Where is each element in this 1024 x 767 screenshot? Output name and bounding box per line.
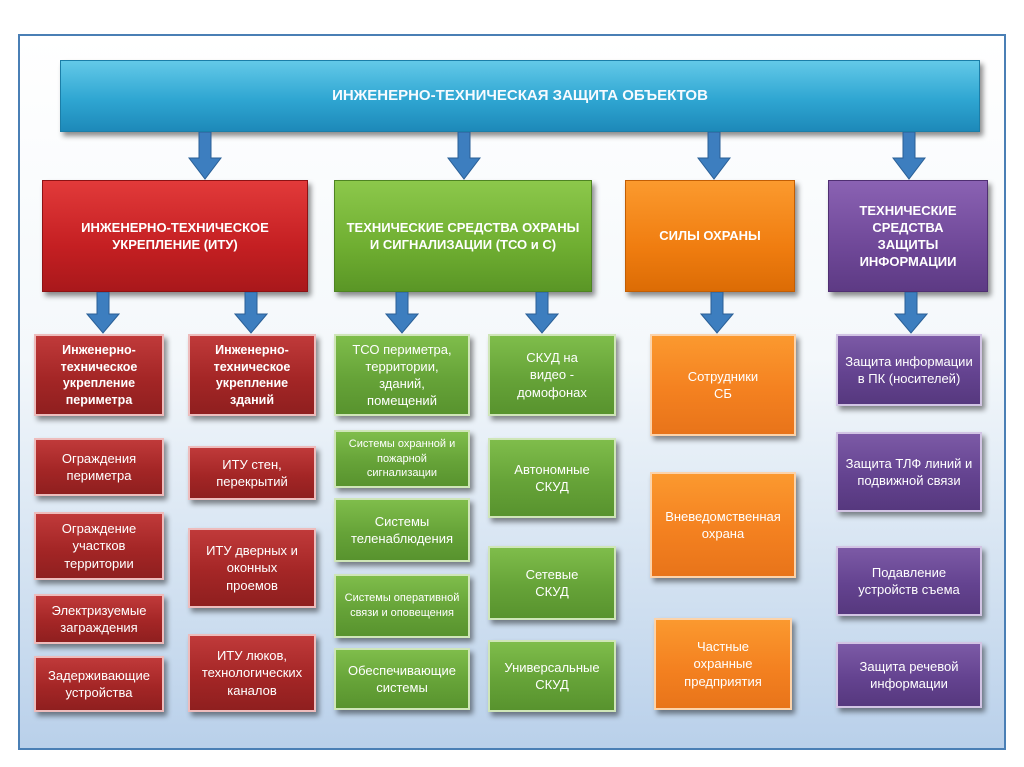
itu-perimeter-item-label: Ограждение участков территории [61,521,137,571]
tso-perimeter-item-label: Системы теленаблюдения [350,513,454,546]
category-tso-label: ТЕХНИЧЕСКИЕ СРЕДСТВА ОХРАНЫ И СИГНАЛИЗАЦ… [346,219,580,252]
itu-perimeter-item: Электризуемые заграждения [34,594,164,644]
tso-skud-header: СКУД на видео - домофонах [488,334,616,416]
guards-item: Вневедомственная охрана [650,472,796,578]
tso-perimeter-item: Системы оперативной связи и оповещения [334,574,470,638]
guards-item: Частные охранные предприятия [654,618,792,710]
tso-perimeter-header-label: ТСО периметра, территории, зданий, помещ… [352,341,452,409]
tso-skud-item: Автономные СКУД [488,438,616,518]
arrow-down-icon [697,132,731,180]
guards-item: Сотрудники СБ [650,334,796,436]
infosec-item-label: Защита информации в ПК (носителей) [845,353,973,386]
infosec-item-label: Защита речевой информации [859,658,959,691]
infosec-item: Защита информации в ПК (носителей) [836,334,982,406]
tso-perimeter-item-label: Системы охранной и пожарной сигнализации [348,438,456,480]
tso-perimeter-item-label: Системы оперативной связи и оповещения [344,592,460,619]
tso-perimeter-item: Системы охранной и пожарной сигнализации [334,430,470,488]
arrow-down-icon [234,292,268,334]
category-guards-label: СИЛЫ ОХРАНЫ [659,228,761,244]
category-itu-label: ИНЖЕНЕРНО-ТЕХНИЧЕСКОЕ УКРЕПЛЕНИЕ (ИТУ) [81,219,269,252]
guards-item-label: Вневедомственная охрана [665,508,781,541]
itu-perimeter-item: Ограждения периметра [34,438,164,496]
infosec-item-label: Подавление устройств съема [858,564,960,597]
itu-buildings-item: ИТУ дверных и оконных проемов [188,528,316,608]
arrow-down-icon [700,292,734,334]
tso-perimeter-item: Системы теленаблюдения [334,498,470,562]
itu-perimeter-item-label: Электризуемые заграждения [51,602,147,635]
itu-perimeter-item: Задерживающие устройства [34,656,164,712]
arrow-down-icon [188,132,222,180]
itu-buildings-item: ИТУ стен, перекрытий [188,446,316,500]
category-infosec-label: ТЕХНИЧЕСКИЕ СРЕДСТВА ЗАЩИТЫ ИНФОРМАЦИИ [859,202,957,270]
itu-buildings-header-label: Инженерно-техническое укрепление зданий [213,343,291,407]
tso-skud-item: Сетевые СКУД [488,546,616,620]
itu-buildings-item-label: ИТУ люков, технологических каналов [201,648,303,698]
arrow-down-icon [385,292,419,334]
category-itu: ИНЖЕНЕРНО-ТЕХНИЧЕСКОЕ УКРЕПЛЕНИЕ (ИТУ) [42,180,308,292]
category-tso: ТЕХНИЧЕСКИЕ СРЕДСТВА ОХРАНЫ И СИГНАЛИЗАЦ… [334,180,592,292]
tso-perimeter-item: Обеспечивающие системы [334,648,470,710]
itu-perimeter-item-label: Задерживающие устройства [47,667,150,700]
tso-perimeter-item-label: Обеспечивающие системы [348,662,456,695]
itu-perimeter-header: Инженерно-техническое укрепление перимет… [34,334,164,416]
itu-buildings-item-label: ИТУ дверных и оконных проемов [206,543,298,593]
arrow-down-icon [525,292,559,334]
category-guards: СИЛЫ ОХРАНЫ [625,180,795,292]
itu-perimeter-header-label: Инженерно-техническое укрепление перимет… [60,343,138,407]
itu-buildings-item: ИТУ люков, технологических каналов [188,634,316,712]
arrow-down-icon [894,292,928,334]
itu-buildings-header: Инженерно-техническое укрепление зданий [188,334,316,416]
tso-skud-item-label: Автономные СКУД [514,461,590,494]
tso-perimeter-header: ТСО периметра, территории, зданий, помещ… [334,334,470,416]
itu-perimeter-item-label: Ограждения периметра [61,450,137,483]
itu-perimeter-item: Ограждение участков территории [34,512,164,580]
arrow-down-icon [86,292,120,334]
itu-buildings-item-label: ИТУ стен, перекрытий [216,456,288,489]
diagram-title-text: ИНЖЕНЕРНО-ТЕХНИЧЕСКАЯ ЗАЩИТА ОБЪЕКТОВ [332,87,708,105]
infosec-item: Подавление устройств съема [836,546,982,616]
guards-item-label: Частные охранные предприятия [684,639,762,689]
tso-skud-item: Универсальные СКУД [488,640,616,712]
tso-skud-header-label: СКУД на видео - домофонах [517,350,587,400]
infosec-item-label: Защита ТЛФ линий и подвижной связи [845,455,973,488]
category-infosec: ТЕХНИЧЕСКИЕ СРЕДСТВА ЗАЩИТЫ ИНФОРМАЦИИ [828,180,988,292]
arrow-down-icon [447,132,481,180]
infosec-item: Защита ТЛФ линий и подвижной связи [836,432,982,512]
arrow-down-icon [892,132,926,180]
guards-item-label: Сотрудники СБ [687,368,759,401]
tso-skud-item-label: Сетевые СКУД [525,566,579,599]
diagram-title: ИНЖЕНЕРНО-ТЕХНИЧЕСКАЯ ЗАЩИТА ОБЪЕКТОВ [60,60,980,132]
infosec-item: Защита речевой информации [836,642,982,708]
tso-skud-item-label: Универсальные СКУД [504,659,600,692]
